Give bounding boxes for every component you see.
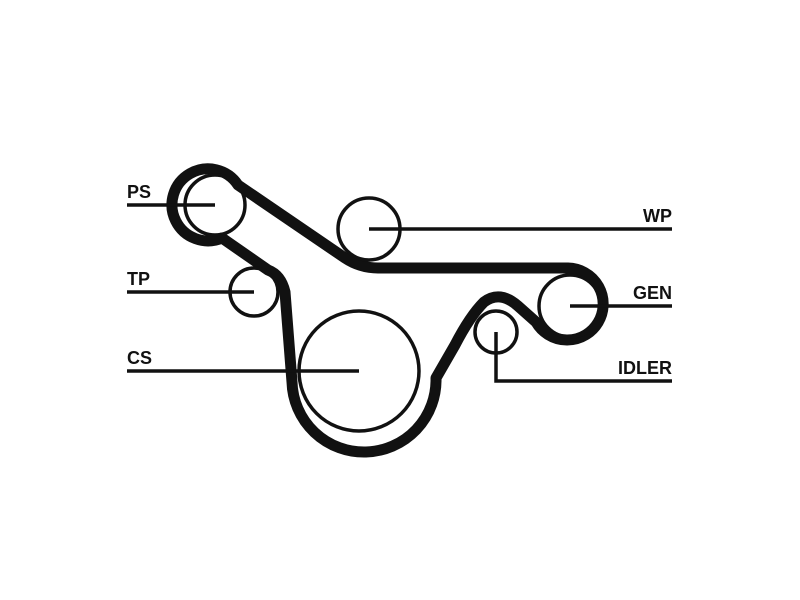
idler-label: IDLER bbox=[618, 358, 672, 378]
wp-label: WP bbox=[643, 206, 672, 226]
idler-leader bbox=[494, 332, 672, 383]
ps-label: PS bbox=[127, 182, 151, 202]
tp-label: TP bbox=[127, 269, 150, 289]
gen-label: GEN bbox=[633, 283, 672, 303]
cs-label: CS bbox=[127, 348, 152, 368]
